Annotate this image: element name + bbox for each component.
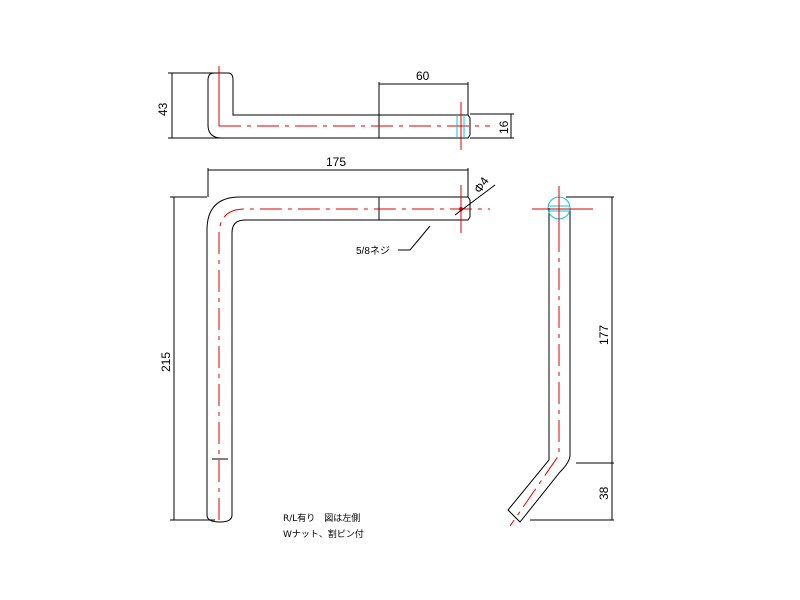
note-line-2: Wナット、割ピン付 [283,530,364,540]
top-view: 43 60 16 [156,66,514,150]
dim-38: 38 [597,486,611,500]
dim-60: 60 [416,69,430,83]
front-view: 175 Φ4 215 5/8ネジ [159,155,496,523]
dim-175: 175 [326,155,346,169]
dim-177: 177 [597,325,611,345]
side-view: 177 38 [507,186,614,527]
thread-label: 5/8ネジ [356,245,390,257]
dim-16: 16 [497,120,511,134]
dim-43: 43 [156,102,170,116]
note-line-1: R/L有り 図は左側 [283,514,361,524]
dim-215: 215 [159,352,173,372]
dim-phi4: Φ4 [471,174,492,196]
